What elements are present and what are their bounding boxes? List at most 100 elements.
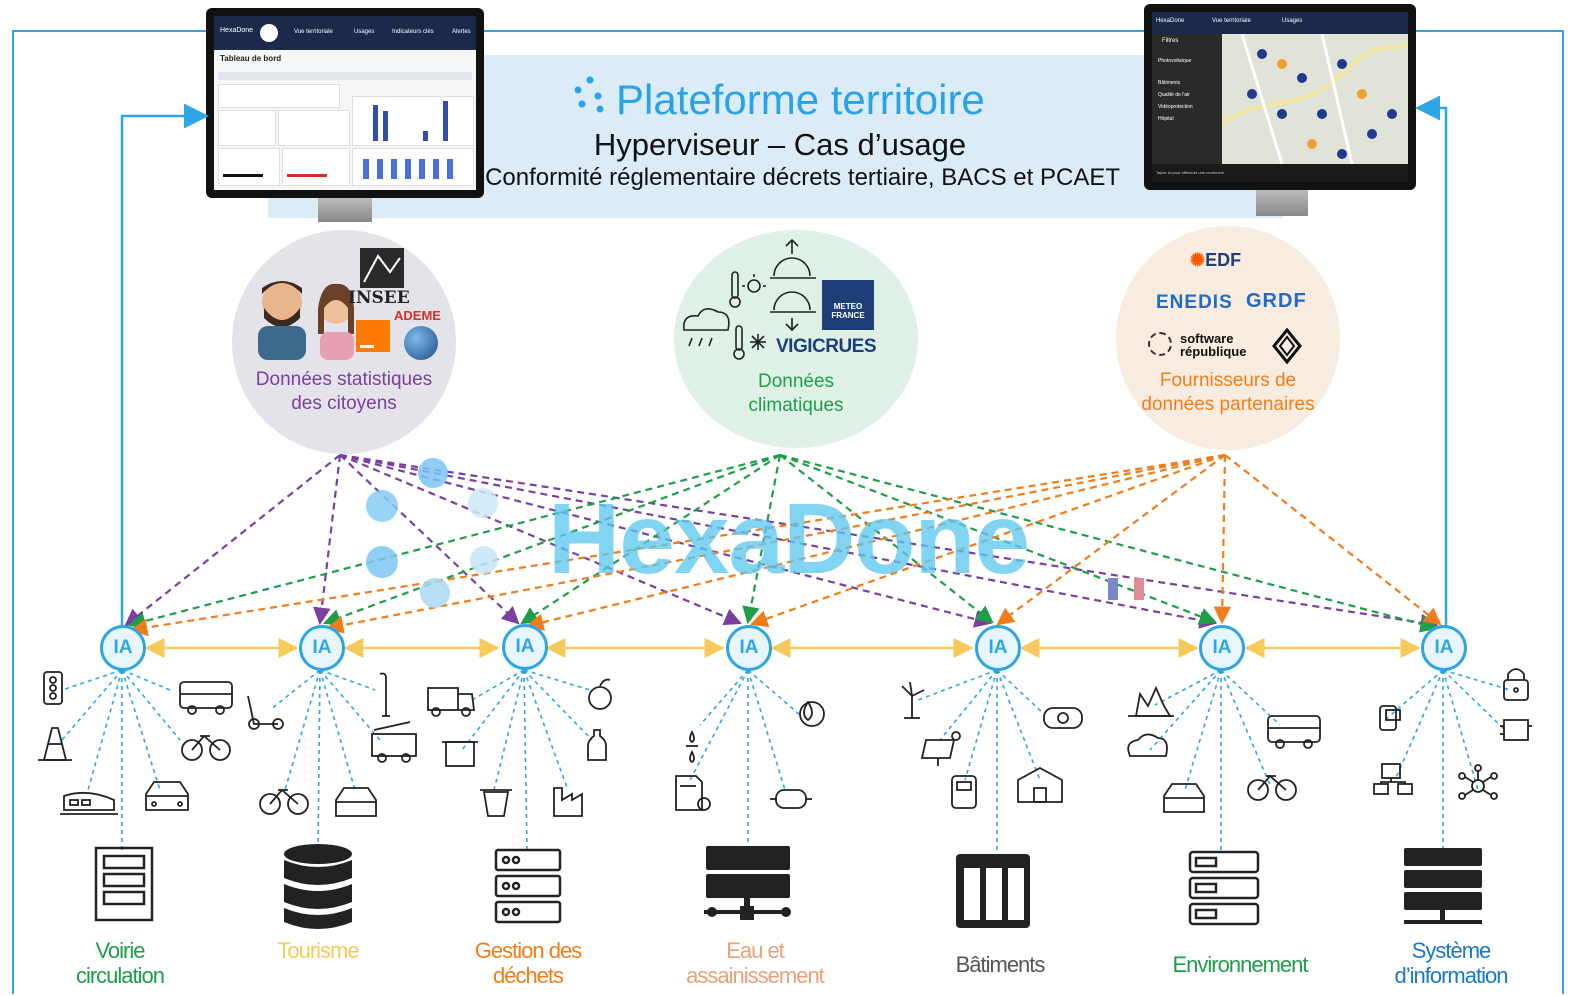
hub-icon — [1458, 764, 1498, 800]
server-rack-icon — [94, 846, 154, 922]
dashboard-brand: HexaDone — [220, 27, 254, 34]
decor-bubble — [420, 578, 450, 608]
lock-icon — [1503, 668, 1529, 701]
software-republique-mark-icon — [1148, 332, 1172, 356]
tab-vue-territoriale[interactable]: Vue territoriale — [294, 29, 333, 35]
taskbar-search[interactable]: Tapez ici pour effectuer une recherche — [1156, 170, 1224, 175]
car-icon — [335, 787, 377, 817]
bicycle-icon — [259, 788, 309, 815]
decor-bubble — [366, 546, 398, 578]
cone-icon — [38, 727, 72, 761]
bicycle-icon — [181, 734, 231, 761]
tab-alertes[interactable]: Alertes — [452, 29, 471, 35]
ia-node-tourisme: IA — [299, 625, 345, 671]
bar-chart-card — [352, 148, 474, 186]
water-meter-icon — [770, 789, 812, 809]
map-view[interactable] — [1222, 34, 1408, 164]
menu-item[interactable]: Photovoltaïque — [1158, 58, 1192, 64]
menu-item[interactable]: Hôpital — [1158, 116, 1174, 122]
filter-bar[interactable] — [218, 72, 472, 80]
trees-icon — [1128, 685, 1174, 717]
ia-node-si: IA — [1421, 625, 1467, 671]
bus-icon — [1267, 715, 1321, 749]
scooter-icon — [247, 695, 284, 730]
map-brand: HexaDone — [1156, 18, 1185, 24]
network-server-icon — [704, 846, 791, 920]
domain-tourisme-label: Tourisme — [277, 938, 359, 963]
mobile-icon — [1379, 705, 1401, 731]
taskbar: Tapez ici pour effectuer une recherche — [1152, 164, 1408, 182]
platform-title-text: Plateforme territoire — [616, 76, 985, 123]
server-icons — [94, 844, 1482, 929]
tab-vue-territoriale[interactable]: Vue territoriale — [1212, 18, 1251, 24]
network-icon — [1373, 763, 1413, 795]
ia-node-voirie: IA — [100, 625, 146, 671]
ia-node-environnement: IA — [1199, 625, 1245, 671]
solar-panel-icon — [920, 731, 961, 766]
kpi-card — [218, 84, 340, 108]
fire-truck-icon — [371, 721, 417, 763]
grdf-logo: GRDF — [1246, 290, 1307, 312]
chip-icon — [1500, 719, 1532, 741]
filter-panel: Filtres Photovoltaïque Bâtiments Qualité… — [1152, 34, 1222, 164]
menu-item[interactable]: Bâtiments — [1158, 80, 1181, 86]
kpi-card — [218, 110, 276, 146]
train-icon — [60, 791, 118, 815]
ia-node-batiments: IA — [975, 625, 1021, 671]
dashboard-screen: HexaDone Vue territoriale Usages Indicat… — [214, 16, 476, 190]
bar-chart-card — [352, 96, 474, 146]
recycle-bin-icon — [480, 789, 512, 817]
hexadone-dots-icon — [570, 74, 616, 124]
partners-label: Fournisseurs de données partenaires — [1141, 370, 1315, 415]
menu-item[interactable]: Qualité de l'air — [1158, 92, 1190, 98]
monitor-stand — [1256, 190, 1308, 216]
kpi-card — [282, 148, 350, 186]
tab-usages[interactable]: Usages — [1282, 18, 1303, 24]
gas-meter-icon — [1043, 707, 1083, 729]
water-bill-icon — [675, 775, 711, 811]
avatar[interactable] — [260, 24, 278, 42]
bicycle-icon — [1247, 774, 1297, 801]
factory-recycle-icon — [553, 787, 583, 817]
storage-nas-icon — [956, 854, 1030, 928]
water-drop-sun-icon — [799, 700, 825, 727]
menu-item[interactable]: Vidéoprotection — [1158, 104, 1193, 110]
waste-bin-icon — [442, 741, 478, 767]
edf-sun-icon: ✺ — [1190, 250, 1206, 270]
kpi-card — [278, 110, 350, 146]
feedback-arrow-left — [120, 103, 209, 628]
decor-bubble — [366, 490, 398, 522]
source-citizens: INSEE ADEME Données statistiques des cit… — [232, 230, 456, 454]
feedback-arrow-right — [1415, 95, 1448, 628]
street-lamp-icon — [379, 672, 390, 717]
tab-indicateurs[interactable]: Indicateurs clés — [392, 29, 434, 35]
hexadone-watermark: HexaDone — [548, 483, 1030, 595]
filters-title: Filtres — [1162, 38, 1179, 44]
apple-recycle-icon — [588, 678, 612, 710]
partners-links — [129, 453, 1442, 637]
decor-bubble — [468, 488, 498, 518]
ia-node-eau: IA — [726, 625, 772, 671]
monitor-stand — [318, 198, 372, 222]
ia-node-dechets: IA — [502, 624, 548, 670]
left-monitor: HexaDone Vue territoriale Usages Indicat… — [206, 8, 484, 198]
vigicrues-logo: VIGICRUES — [776, 336, 877, 357]
dashboard-navbar: HexaDone Vue territoriale Usages Indicat… — [214, 16, 476, 50]
dashboard-heading: Tableau de bord — [220, 54, 282, 63]
tab-usages[interactable]: Usages — [354, 29, 375, 35]
bottle-recycle-icon — [587, 729, 607, 761]
climate-label: Données climatiques — [748, 371, 844, 416]
domain-icons — [38, 668, 1532, 817]
network-server-icon — [1404, 848, 1482, 924]
climate-icons — [682, 238, 816, 360]
decor-flag — [1108, 578, 1118, 600]
citizens-people-icon — [258, 281, 354, 360]
domain-batiments-label: Bâtiments — [955, 952, 1046, 977]
car-icon — [145, 781, 189, 811]
platform-subtitle: Hyperviseur – Cas d’usage — [593, 127, 967, 162]
meteo-france-logo: METEO FRANCE — [831, 302, 865, 320]
garbage-truck-icon — [427, 687, 476, 717]
